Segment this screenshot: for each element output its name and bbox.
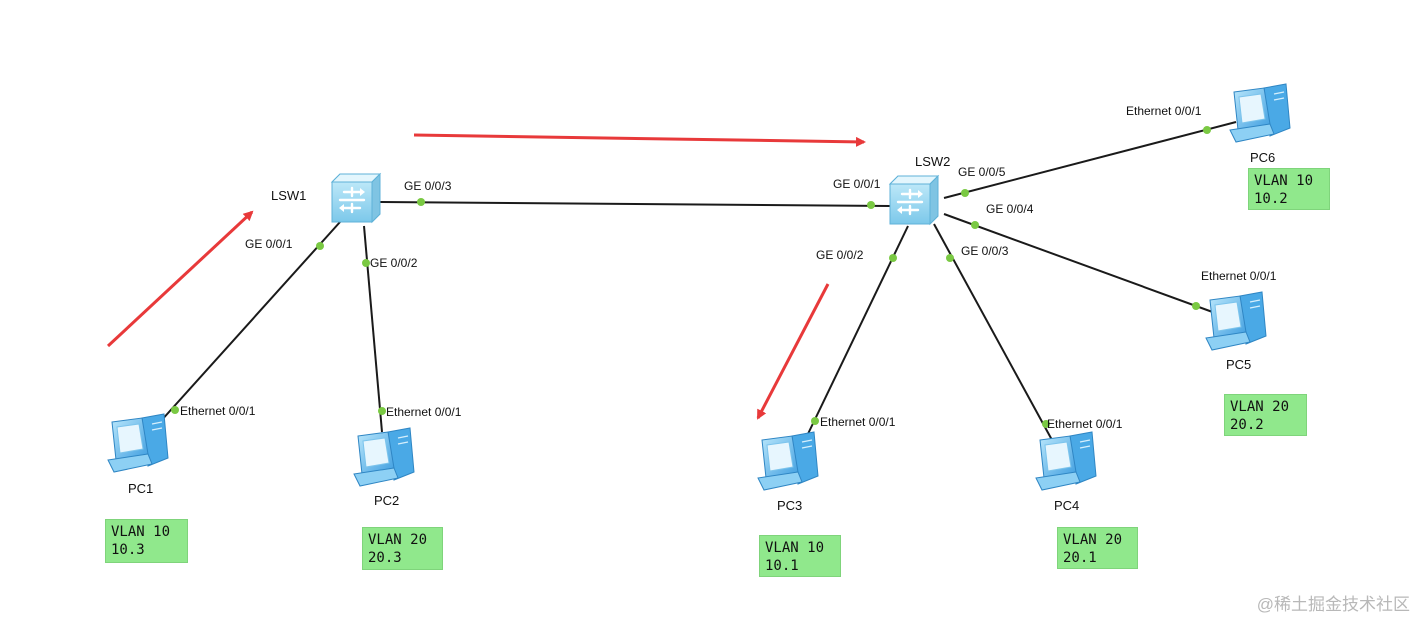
vlan-note-vlan: VLAN 20: [1230, 399, 1290, 415]
port-dot-lsw2-ge005: [961, 189, 969, 197]
port-dot-lsw2-ge001: [867, 201, 875, 209]
link-lsw2-pc4: [933, 223, 1053, 441]
port-dot-pc3-eth: [811, 417, 819, 425]
switch-label-lsw2: LSW2: [915, 154, 951, 169]
port-dot-pc2-eth: [378, 407, 386, 415]
pc-label-pc1: PC1: [128, 481, 154, 496]
pc-icon-pc5[interactable]: [1205, 291, 1267, 351]
vlan-note-address: 10.1: [765, 558, 799, 574]
annotation-arrow-top: [413, 133, 866, 147]
pc-icon-pc4[interactable]: [1035, 431, 1097, 491]
vlan-note-vlan: VLAN 20: [368, 532, 428, 548]
port-label-lsw2-ge004: GE 0/0/4: [986, 202, 1034, 216]
port-label-pc3-eth: Ethernet 0/0/1: [820, 415, 896, 429]
vlan-note-address: 20.1: [1063, 550, 1097, 566]
watermark: @稀土掘金技术社区: [1256, 595, 1410, 614]
port-dot-pc5-eth: [1192, 302, 1200, 310]
port-label-lsw1-ge001: GE 0/0/1: [245, 237, 293, 251]
port-label-lsw2-ge002: GE 0/0/2: [816, 248, 864, 262]
vlan-note-vlan: VLAN 10: [1254, 173, 1314, 189]
port-label-pc2-eth: Ethernet 0/0/1: [386, 405, 462, 419]
vlan-note-address: 20.3: [368, 550, 402, 566]
pc-label-pc6: PC6: [1250, 150, 1276, 165]
port-label-lsw1-ge002: GE 0/0/2: [370, 256, 418, 270]
vlan-note-address: 20.2: [1230, 417, 1264, 433]
port-dot-pc4-eth: [1042, 420, 1050, 428]
port-dot-lsw1-ge001: [316, 242, 324, 250]
pc-icon-pc6[interactable]: [1229, 83, 1291, 143]
port-dot-pc6-eth: [1203, 126, 1211, 134]
vlan-note-pc2: VLAN 20 20.3: [362, 527, 443, 570]
port-label-lsw2-ge001: GE 0/0/1: [833, 177, 881, 191]
port-dot-lsw1-ge002: [362, 259, 370, 267]
port-dot-pc1-eth: [171, 406, 179, 414]
switch-icon-lsw2[interactable]: [888, 174, 940, 226]
port-label-pc1-eth: Ethernet 0/0/1: [180, 404, 256, 418]
link-lsw2-pc6: [943, 121, 1237, 199]
port-label-lsw2-ge003: GE 0/0/3: [961, 244, 1009, 258]
vlan-note-vlan: VLAN 20: [1063, 532, 1123, 548]
pc-label-pc3: PC3: [777, 498, 803, 513]
pc-icon-pc2[interactable]: [353, 427, 415, 487]
port-label-lsw2-ge005: GE 0/0/5: [958, 165, 1006, 179]
vlan-note-pc3: VLAN 10 10.1: [759, 535, 841, 577]
port-dot-lsw1-ge003: [417, 198, 425, 206]
pc-label-pc4: PC4: [1054, 498, 1080, 513]
port-label-pc4-eth: Ethernet 0/0/1: [1047, 417, 1123, 431]
switch-label-lsw1: LSW1: [271, 188, 307, 203]
vlan-note-pc5: VLAN 20 20.2: [1224, 394, 1307, 436]
vlan-note-pc6: VLAN 10 10.2: [1248, 168, 1330, 210]
vlan-note-vlan: VLAN 10: [765, 540, 825, 556]
port-dot-lsw2-ge003: [946, 254, 954, 262]
port-label-pc6-eth: Ethernet 0/0/1: [1126, 104, 1202, 118]
pc-label-pc5: PC5: [1226, 357, 1252, 372]
annotation-arrow-mid: [756, 283, 830, 420]
vlan-note-pc4: VLAN 20 20.1: [1057, 527, 1138, 569]
link-lsw1-lsw2: [375, 201, 893, 207]
vlan-note-vlan: VLAN 10: [111, 524, 171, 540]
port-dot-lsw2-ge002: [889, 254, 897, 262]
port-label-lsw1-ge003: GE 0/0/3: [404, 179, 452, 193]
port-label-pc5-eth: Ethernet 0/0/1: [1201, 269, 1277, 283]
pc-label-pc2: PC2: [374, 493, 400, 508]
vlan-note-pc1: VLAN 10 10.3: [105, 519, 188, 563]
port-dot-lsw2-ge004: [971, 221, 979, 229]
vlan-note-address: 10.3: [111, 542, 145, 558]
pc-icon-pc3[interactable]: [757, 431, 819, 491]
vlan-note-address: 10.2: [1254, 191, 1288, 207]
annotation-arrow-left: [106, 210, 254, 348]
pc-icon-pc1[interactable]: [107, 413, 169, 473]
link-lsw1-pc1: [159, 221, 341, 423]
switch-icon-lsw1[interactable]: [330, 172, 382, 224]
link-lsw2-pc5: [943, 213, 1219, 315]
